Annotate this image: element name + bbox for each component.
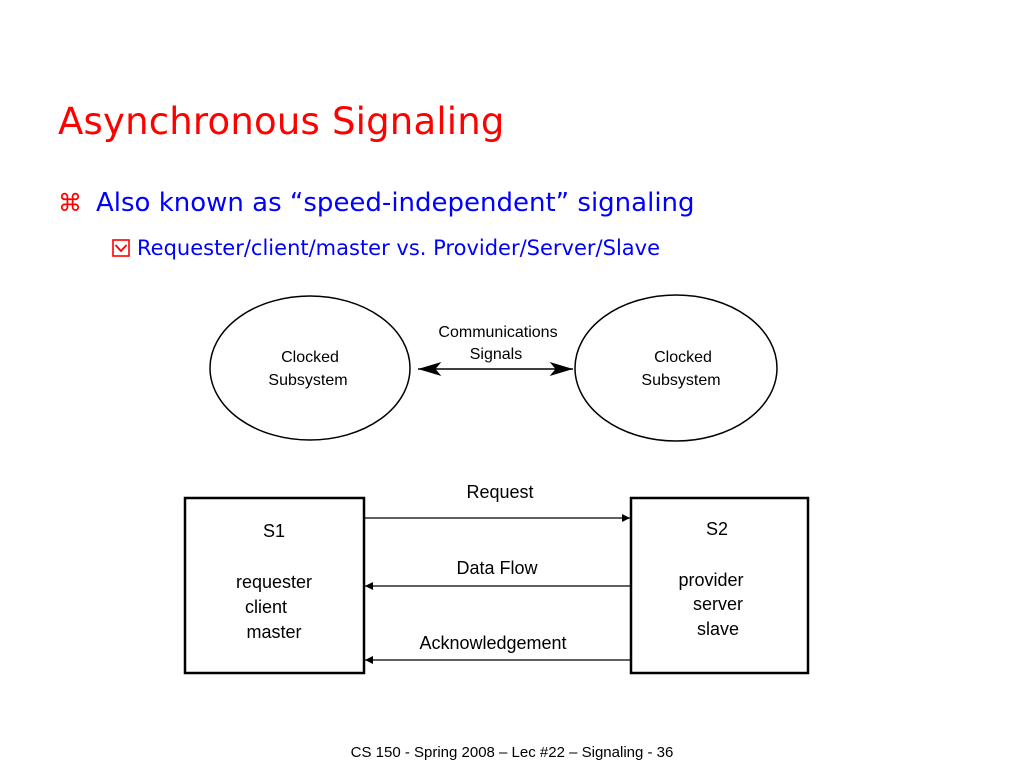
s1-requester-box — [183, 496, 366, 675]
bullet-level-2: Requester/client/master vs. Provider/Ser… — [112, 236, 660, 260]
s2-name: S2 — [706, 519, 728, 539]
checked-box-icon — [112, 239, 130, 257]
acknowledgement-signal-label: Acknowledgement — [419, 633, 566, 653]
s2-role-2: server — [693, 594, 743, 614]
s1-role-1: requester — [236, 572, 312, 592]
link-label-line-2: Signals — [470, 346, 522, 363]
right-clocked-subsystem-node — [574, 294, 778, 442]
left-node-label-line-1: Clocked — [281, 349, 339, 366]
s2-role-1: provider — [678, 570, 743, 590]
s2-provider-box — [629, 496, 810, 675]
s1-role-2: client — [245, 597, 287, 617]
s1-role-3: master — [246, 622, 301, 642]
left-clocked-subsystem-node — [209, 295, 411, 441]
s2-role-3: slave — [697, 619, 739, 639]
request-signal-label: Request — [466, 482, 533, 502]
left-node-label-line-2: Subsystem — [268, 372, 347, 389]
bullet-level-1: ⌘ Also known as “speed-independent” signa… — [58, 188, 695, 218]
slide-footer: CS 150 - Spring 2008 – Lec #22 – Signali… — [350, 744, 674, 761]
command-key-icon: ⌘ — [58, 189, 82, 217]
data-flow-signal-label: Data Flow — [456, 558, 538, 578]
bullet-level-1-text: Also known as “speed-independent” signal… — [96, 188, 695, 218]
slide-title: Asynchronous Signaling — [58, 100, 505, 143]
bullet-level-2-text: Requester/client/master vs. Provider/Ser… — [137, 236, 660, 260]
s1-name: S1 — [263, 521, 285, 541]
link-label-line-1: Communications — [438, 324, 557, 341]
right-node-label-line-1: Clocked — [654, 349, 712, 366]
right-node-label-line-2: Subsystem — [641, 372, 720, 389]
